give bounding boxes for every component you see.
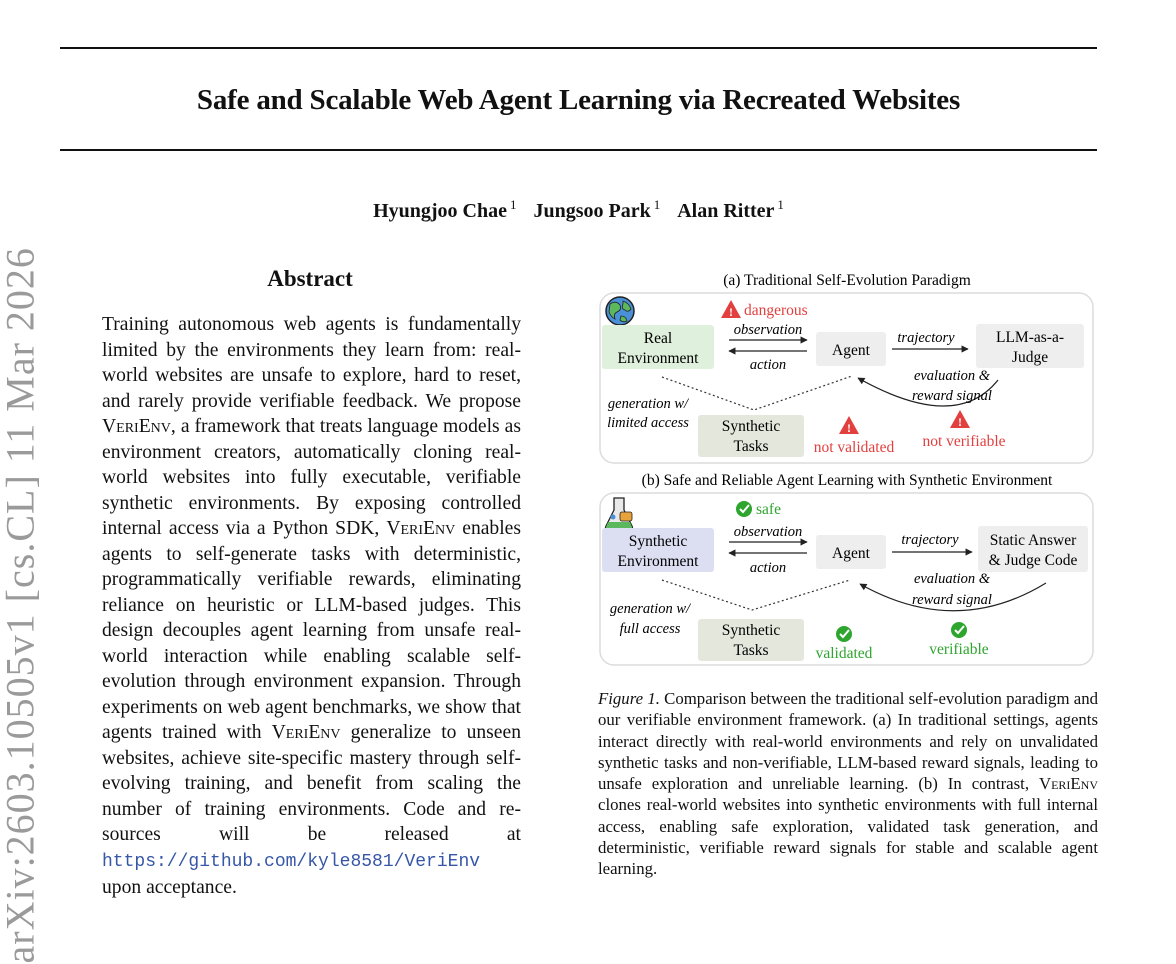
judge-code-label: Static Answer bbox=[990, 532, 1077, 549]
top-rule bbox=[60, 47, 1097, 49]
not-validated-label: not validated bbox=[814, 439, 895, 456]
llm-judge-label: LLM-as-a- bbox=[996, 329, 1064, 346]
code-link[interactable]: https://github.com/kyle8581/VeriEnv bbox=[102, 851, 481, 872]
safe-label: safe bbox=[756, 501, 781, 518]
real-environment-label: Environment bbox=[618, 350, 700, 367]
method-name: VeriEnv bbox=[386, 518, 456, 539]
observation-label: observation bbox=[734, 524, 802, 540]
evaluation-label: reward signal bbox=[912, 388, 992, 404]
abstract-heading: Abstract bbox=[267, 266, 353, 291]
synthetic-tasks-label: Synthetic bbox=[722, 418, 781, 435]
generation-label: limited access bbox=[607, 415, 689, 431]
warning-icon: ! bbox=[950, 410, 970, 429]
synthetic-tasks-label: Tasks bbox=[733, 642, 768, 659]
synthetic-tasks-node bbox=[698, 415, 804, 457]
figure-1-diagram: (a) Traditional Self-Evolution Paradigm … bbox=[599, 272, 1094, 666]
action-label: action bbox=[750, 560, 786, 576]
judge-code-label: & Judge Code bbox=[989, 552, 1078, 569]
globe-icon bbox=[605, 296, 635, 326]
method-name: VeriEnv bbox=[102, 416, 171, 437]
agent-label: Agent bbox=[832, 342, 871, 359]
verifiable-label: verifiable bbox=[929, 641, 989, 658]
judge-code-node bbox=[978, 526, 1088, 572]
generation-label: full access bbox=[620, 621, 681, 637]
check-icon bbox=[951, 622, 967, 638]
synthetic-environment-label: Environment bbox=[618, 553, 700, 570]
paper-title: Safe and Scalable Web Agent Learning via… bbox=[196, 84, 961, 116]
evaluation-label: reward signal bbox=[912, 592, 992, 608]
synthetic-environment-node bbox=[602, 528, 714, 572]
abstract-body: Training autonomous web agents is fundam… bbox=[102, 314, 521, 898]
real-environment-node bbox=[602, 325, 714, 369]
agent-label: Agent bbox=[832, 545, 871, 562]
svg-text:!: ! bbox=[729, 305, 733, 319]
not-verifiable-label: not verifiable bbox=[922, 433, 1005, 450]
synthetic-tasks-label: Synthetic bbox=[722, 622, 781, 639]
warning-icon: ! bbox=[721, 300, 741, 319]
observation-label: observation bbox=[734, 322, 802, 338]
dangerous-label: dangerous bbox=[744, 302, 808, 319]
panel-b-title: (b) Safe and Reliable Agent Learning wit… bbox=[642, 472, 1053, 489]
check-icon bbox=[836, 626, 852, 642]
evaluation-label: evaluation & bbox=[914, 368, 991, 384]
agent-node bbox=[816, 535, 886, 569]
svg-text:!: ! bbox=[958, 415, 962, 429]
method-name: VeriEnv bbox=[1038, 774, 1098, 794]
evaluation-label: evaluation & bbox=[914, 571, 991, 587]
arxiv-stamp: arXiv:2603.10505v1 [cs.CL] 11 Mar 2026 bbox=[0, 247, 43, 964]
figure-caption: Figure 1. Comparison between the traditi… bbox=[598, 689, 1098, 879]
real-environment-label: Real bbox=[644, 330, 672, 347]
generation-label: generation w/ bbox=[608, 396, 690, 412]
check-icon bbox=[736, 501, 752, 517]
figure-label: Figure 1. bbox=[598, 689, 660, 708]
method-name: VeriEnv bbox=[271, 722, 341, 743]
llm-judge-node bbox=[976, 324, 1084, 368]
action-label: action bbox=[750, 357, 786, 373]
trajectory-label: trajectory bbox=[901, 532, 959, 548]
svg-text:!: ! bbox=[847, 421, 851, 435]
panel-a-frame bbox=[599, 292, 1094, 464]
synthetic-tasks-label: Tasks bbox=[733, 438, 768, 455]
generation-dotted-line bbox=[661, 579, 851, 611]
llm-judge-label: Judge bbox=[1012, 349, 1048, 366]
generation-dotted-line bbox=[661, 375, 853, 411]
title-bottom-rule bbox=[60, 149, 1097, 151]
evaluation-arrow bbox=[859, 582, 1047, 612]
validated-label: validated bbox=[816, 645, 873, 662]
synthetic-tasks-node bbox=[698, 619, 804, 661]
panel-a-title: (a) Traditional Self-Evolution Paradigm bbox=[723, 272, 971, 289]
trajectory-label: trajectory bbox=[897, 330, 955, 346]
warning-icon: ! bbox=[839, 416, 859, 435]
generation-label: generation w/ bbox=[610, 601, 692, 617]
synthetic-environment-label: Synthetic bbox=[629, 533, 688, 550]
evaluation-arrow bbox=[857, 377, 999, 407]
agent-node bbox=[816, 332, 886, 366]
